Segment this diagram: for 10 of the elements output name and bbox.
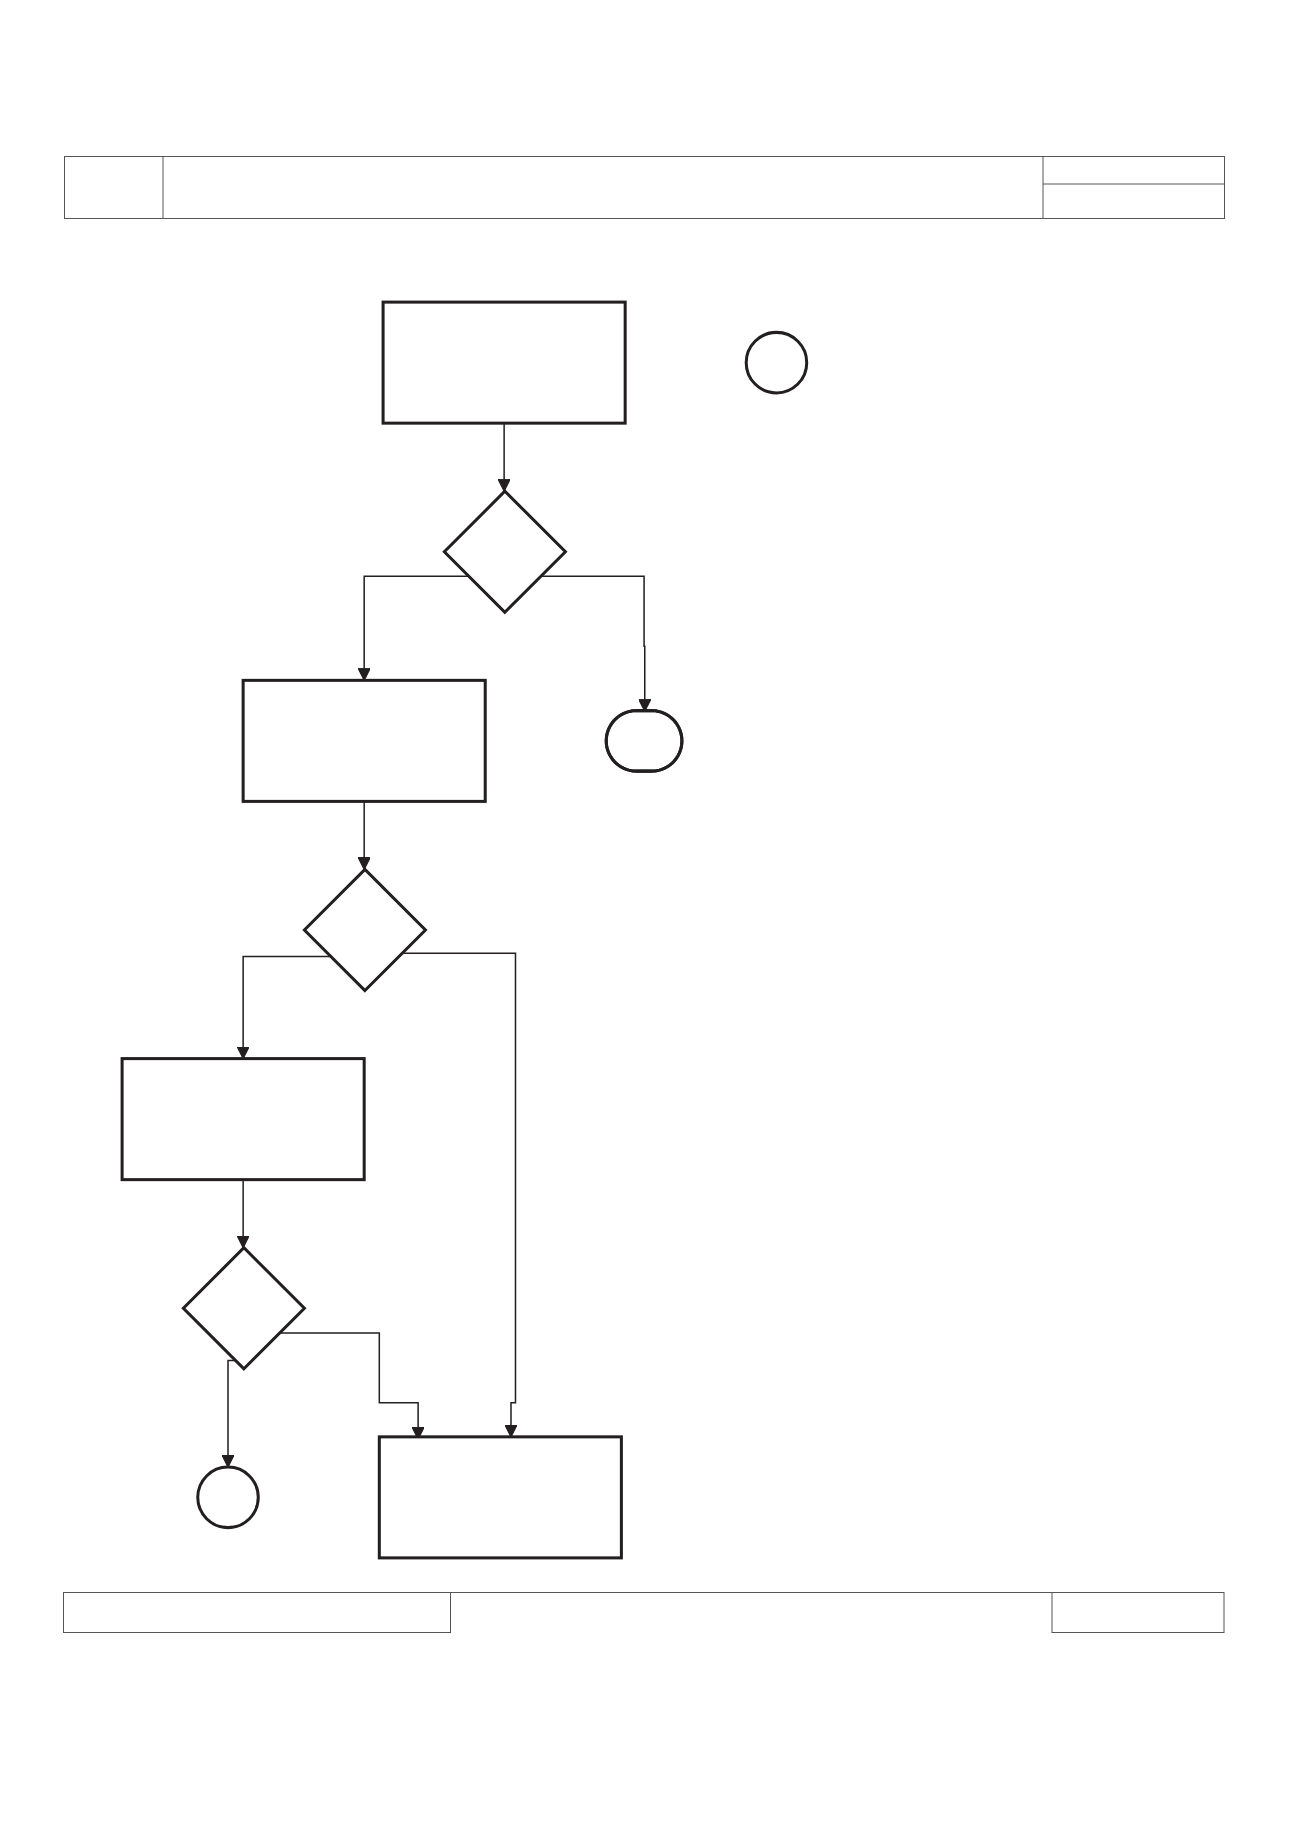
node-box — [381, 300, 627, 425]
node-box — [120, 1057, 366, 1182]
node-box — [241, 678, 487, 803]
node-circle — [744, 330, 809, 395]
node-box — [377, 1435, 623, 1560]
arrow — [221, 1359, 236, 1468]
node-diamond — [181, 1245, 307, 1371]
node-diamond — [442, 489, 568, 615]
node-circle — [196, 1465, 260, 1530]
node-diamond — [302, 867, 428, 993]
